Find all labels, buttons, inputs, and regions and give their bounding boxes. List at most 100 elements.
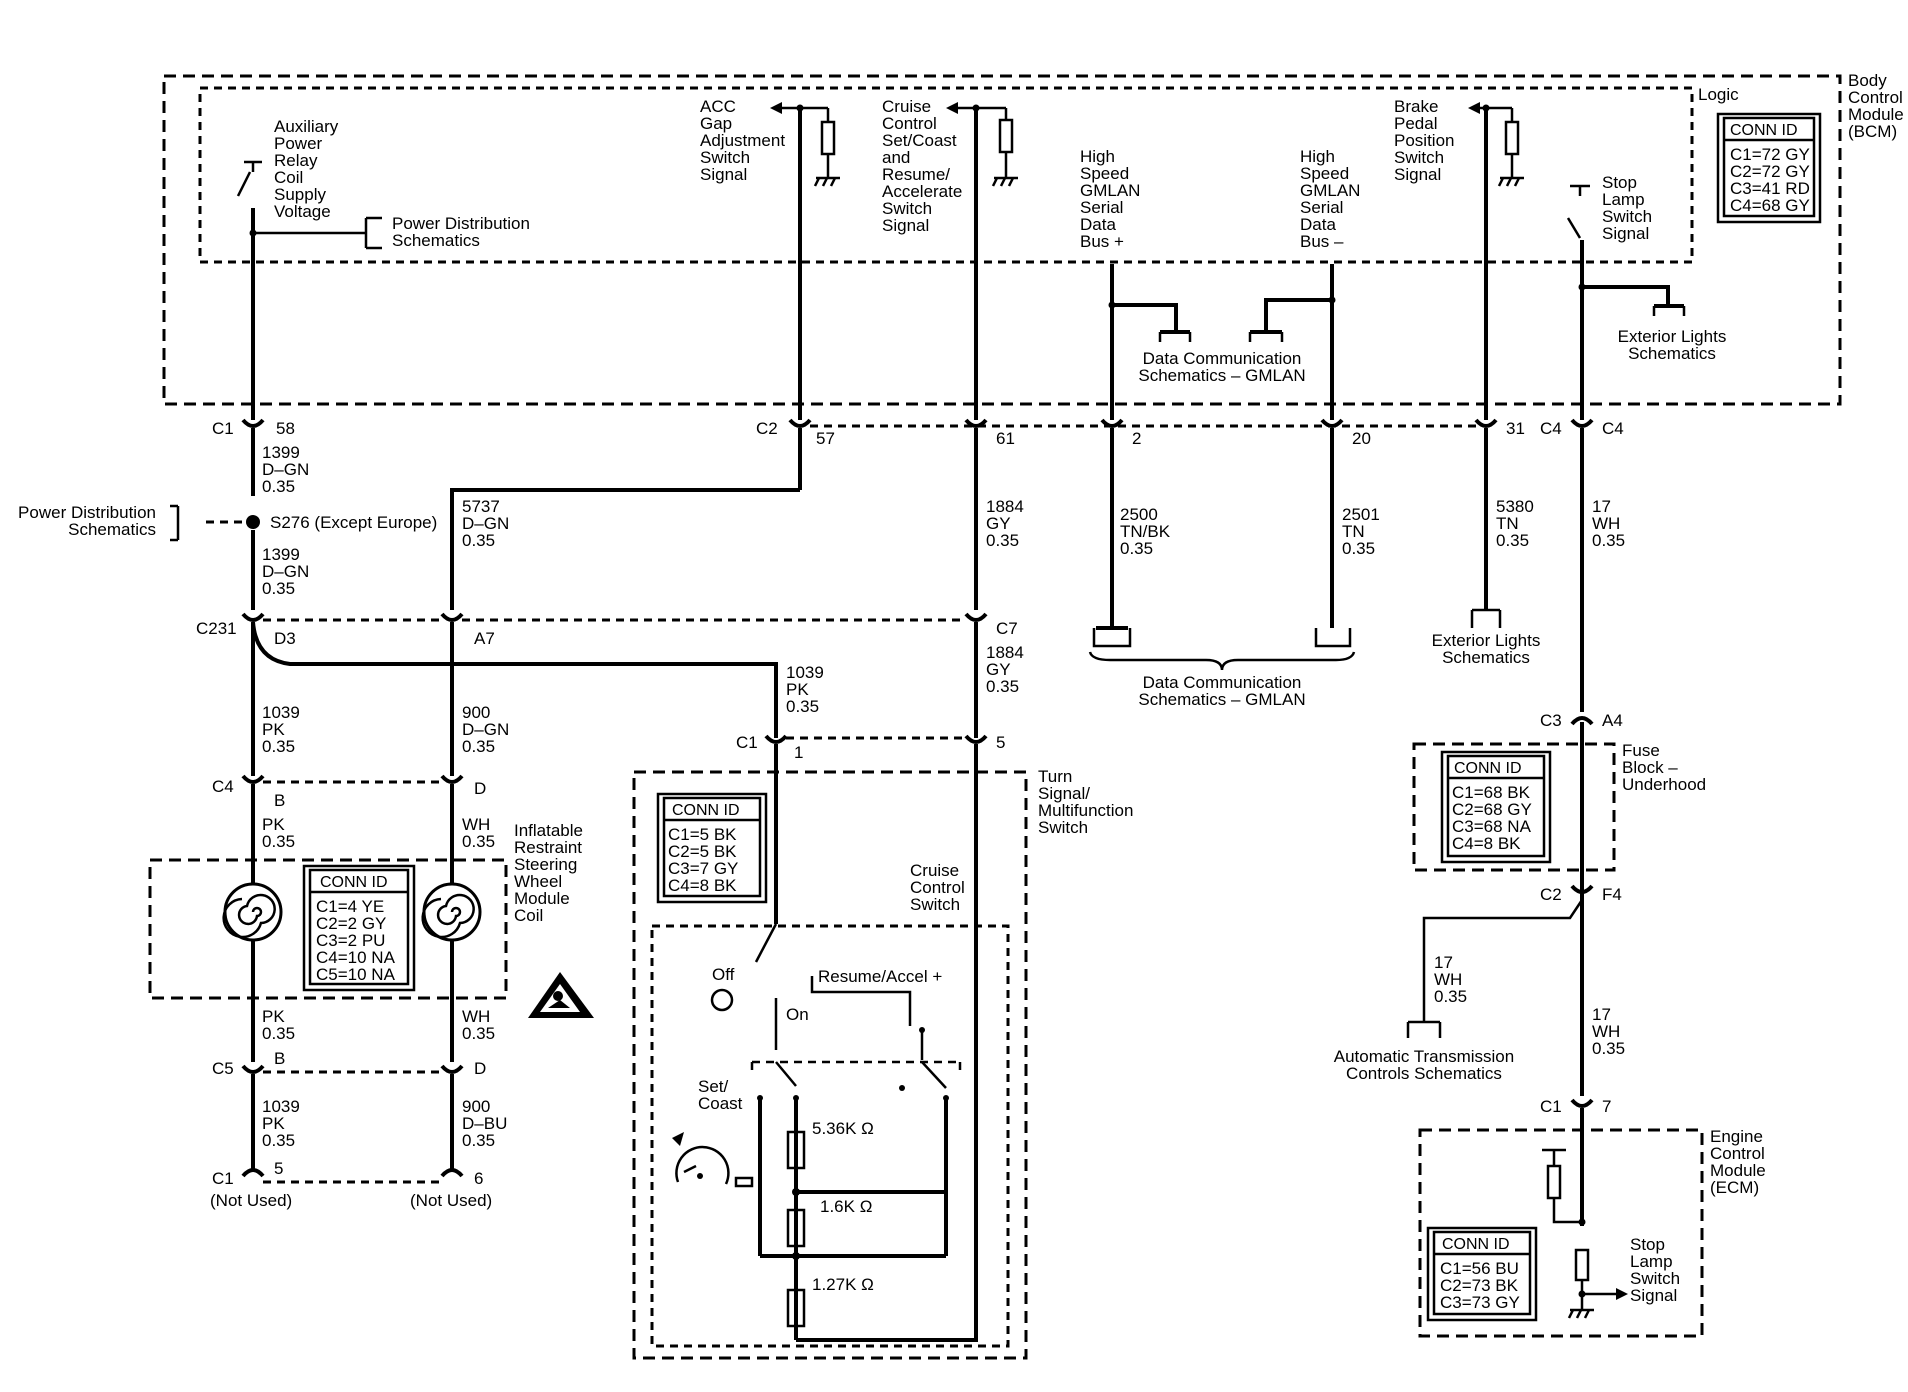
svg-text:C3=68 NA: C3=68 NA	[1452, 817, 1532, 836]
svg-text:C4=8 BK: C4=8 BK	[1452, 834, 1521, 853]
svg-text:1039: 1039	[786, 663, 824, 682]
svg-text:0.35: 0.35	[262, 1131, 295, 1150]
svg-text:C1=68 BK: C1=68 BK	[1452, 783, 1531, 802]
svg-text:1.6K Ω: 1.6K Ω	[820, 1197, 872, 1216]
svg-text:C2: C2	[756, 419, 778, 438]
svg-text:0.35: 0.35	[262, 579, 295, 598]
svg-text:1039: 1039	[262, 703, 300, 722]
svg-text:CONN ID: CONN ID	[672, 802, 740, 819]
svg-text:1399: 1399	[262, 545, 300, 564]
svg-text:C4: C4	[1540, 419, 1562, 438]
svg-text:C2=5 BK: C2=5 BK	[668, 842, 737, 861]
svg-text:C5=10 NA: C5=10 NA	[316, 965, 396, 984]
svg-text:61: 61	[996, 429, 1015, 448]
svg-text:CONN ID: CONN ID	[320, 874, 388, 891]
fuse-conn-id-table: CONN ID C1=68 BK C2=68 GY C3=68 NA C4=8 …	[1440, 750, 1552, 864]
svg-text:0.35: 0.35	[262, 477, 295, 496]
svg-text:C1: C1	[212, 419, 234, 438]
brake-pullup-resistor	[1468, 102, 1524, 187]
svg-text:WH: WH	[1434, 970, 1462, 989]
cruise-pullup-resistor	[946, 102, 1018, 187]
svg-text:0.35: 0.35	[462, 737, 495, 756]
svg-text:D3: D3	[274, 629, 296, 648]
svg-text:C2=72 GY: C2=72 GY	[1730, 162, 1810, 181]
svg-text:C1: C1	[736, 733, 758, 752]
svg-text:0.35: 0.35	[1592, 1039, 1625, 1058]
ecm-outline	[1418, 1128, 1704, 1338]
svg-text:0.35: 0.35	[1592, 531, 1625, 550]
svg-text:5.36K Ω: 5.36K Ω	[812, 1119, 874, 1138]
svg-text:0.35: 0.35	[1496, 531, 1529, 550]
svg-text:C3: C3	[1540, 711, 1562, 730]
stop-lamp-switch-symbol	[1566, 184, 1590, 239]
svg-text:1399: 1399	[262, 443, 300, 462]
svg-text:On: On	[786, 1005, 809, 1024]
svg-text:1.27K Ω: 1.27K Ω	[812, 1275, 874, 1294]
turn-conn-id-table: CONN ID C1=5 BK C2=5 BK C3=7 GY C4=8 BK	[656, 792, 768, 904]
svg-text:C5: C5	[212, 1059, 234, 1078]
svg-text:7: 7	[1602, 1097, 1611, 1116]
svg-text:PK: PK	[262, 1114, 285, 1133]
svg-text:C231: C231	[196, 619, 237, 638]
svg-text:20: 20	[1352, 429, 1371, 448]
svg-text:C3=2 PU: C3=2 PU	[316, 931, 385, 950]
coil-c5-connector	[241, 1064, 464, 1074]
svg-text:B: B	[274, 791, 285, 810]
resistor-1-6k	[786, 1208, 806, 1248]
fuse-block-outline	[1412, 742, 1616, 872]
bcm-connector-row	[241, 418, 1594, 712]
turn-switch-c1-connector	[764, 734, 988, 744]
svg-text:C4=68 GY: C4=68 GY	[1730, 196, 1810, 215]
svg-text:GY: GY	[986, 514, 1011, 533]
coil-c4-connector	[241, 774, 464, 784]
svg-text:(Not Used): (Not Used)	[210, 1191, 292, 1210]
wh-bottom: WH0.35	[462, 1007, 495, 1043]
svg-text:C1=4 YE: C1=4 YE	[316, 897, 384, 916]
svg-text:GY: GY	[986, 660, 1011, 679]
svg-text:0.35: 0.35	[1342, 539, 1375, 558]
svg-text:17: 17	[1592, 1005, 1611, 1024]
svg-text:TN/BK: TN/BK	[1120, 522, 1171, 541]
cruise-switch-outline	[650, 924, 1010, 1348]
svg-text:WH: WH	[462, 815, 490, 834]
svg-text:A7: A7	[474, 629, 495, 648]
svg-text:C4=10 NA: C4=10 NA	[316, 948, 396, 967]
svg-text:5: 5	[274, 1159, 283, 1178]
svg-text:C4: C4	[1602, 419, 1624, 438]
svg-text:D: D	[474, 1059, 486, 1078]
svg-text:D–GN: D–GN	[262, 562, 309, 581]
svg-text:C1=5 BK: C1=5 BK	[668, 825, 737, 844]
aux-relay-switch-symbol	[236, 160, 262, 197]
off-contact	[710, 988, 734, 1012]
svg-text:CONN ID: CONN ID	[1730, 122, 1798, 139]
svg-text:D–BU: D–BU	[462, 1114, 507, 1133]
clockspring-coil-1	[222, 882, 283, 942]
svg-text:0.35: 0.35	[462, 531, 495, 550]
svg-text:CONN ID: CONN ID	[1454, 760, 1522, 777]
svg-text:Resume/Accel +: Resume/Accel +	[818, 967, 942, 986]
bcm-outline	[162, 74, 1842, 406]
svg-text:0.35: 0.35	[1120, 539, 1153, 558]
clockspring-coil-2	[421, 882, 482, 942]
